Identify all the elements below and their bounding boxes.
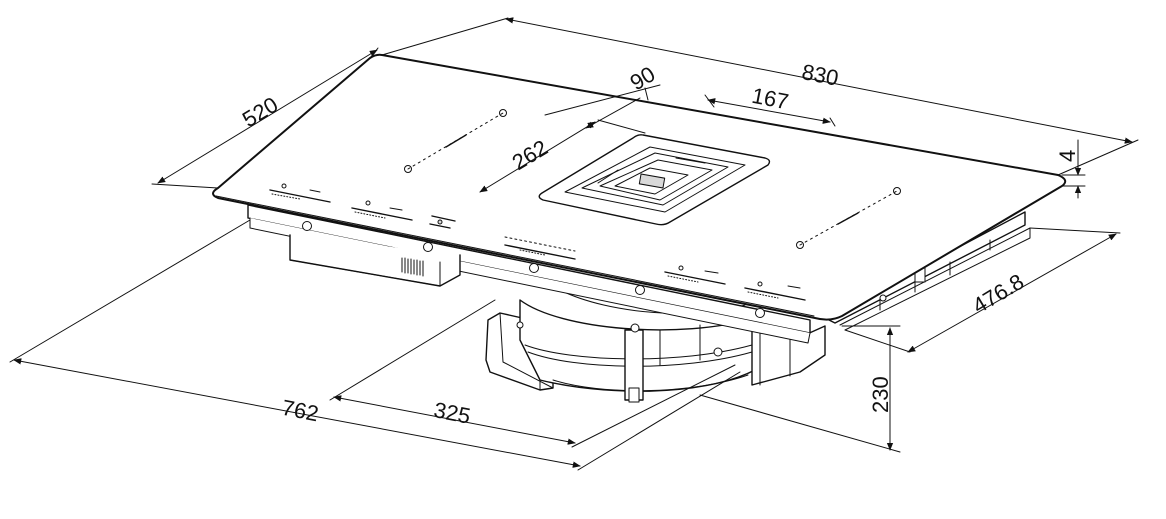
touch-controls [269,183,806,301]
dim-830: 830 [800,59,841,91]
dim-167: 167 [750,83,791,115]
control-group-3 [429,215,456,229]
control-group-4 [664,265,726,285]
dim-476-8: 476.8 [968,269,1028,319]
dim-230: 230 [868,376,893,413]
dim-520: 520 [238,92,282,132]
control-slider-center [504,236,576,260]
dim-4: 4 [1055,150,1080,162]
dim-325: 325 [432,397,473,429]
dim-762: 762 [280,395,321,427]
control-group-2 [351,200,413,221]
vent-grille [401,257,424,277]
dimension-lines [9,17,1139,471]
control-group-1 [269,183,331,203]
dim-90: 90 [626,61,660,95]
control-group-5 [744,281,806,301]
extraction-grille [538,134,771,226]
